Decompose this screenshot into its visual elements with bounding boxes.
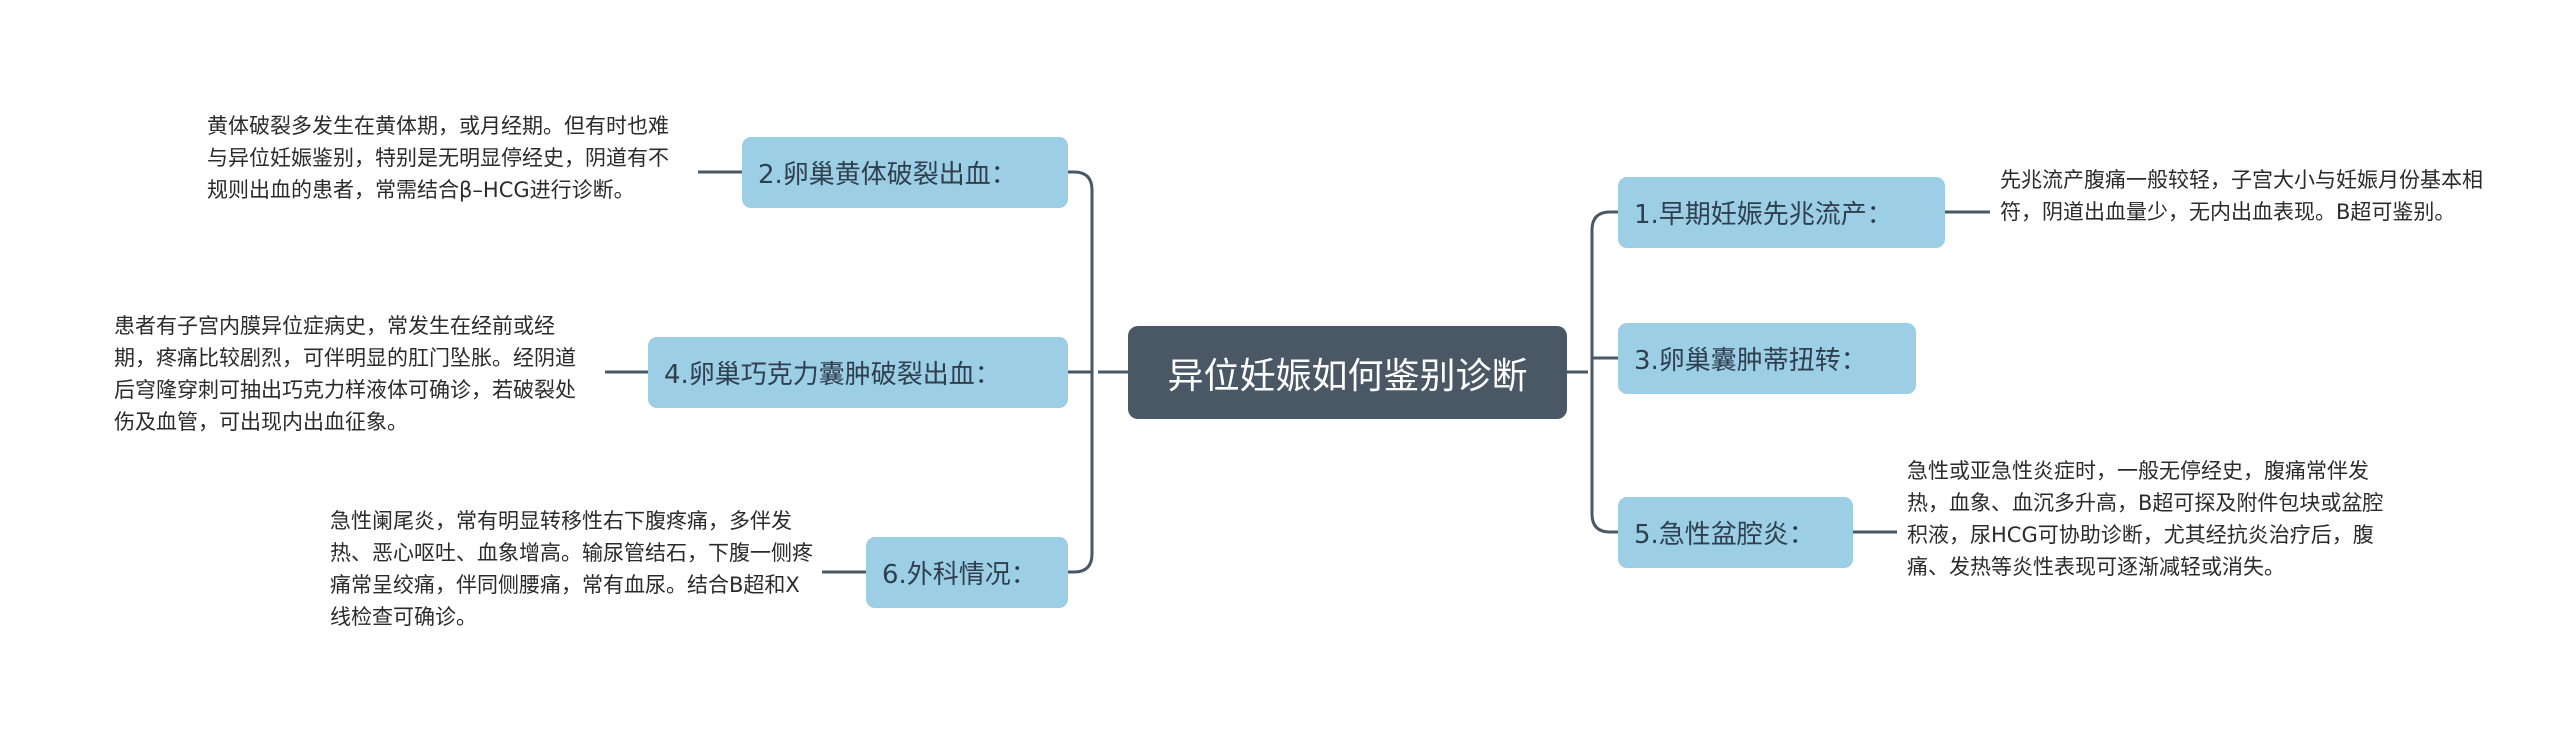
branch-ovarian-chocolate-cyst-rupture[interactable]: 4.卵巢巧克力囊肿破裂出血： xyxy=(648,337,1068,408)
branch-threatened-abortion[interactable]: 1.早期妊娠先兆流产： xyxy=(1618,177,1945,248)
branch-label: 2.卵巢黄体破裂出血： xyxy=(758,160,1017,190)
connector-right-spine xyxy=(1590,210,1611,534)
note-acute-pelvic-inflammation: 急性或亚急性炎症时，一般无停经史，腹痛常伴发热，血象、血沉多升高，B超可探及附件… xyxy=(1907,459,2384,579)
branch-label: 5.急性盆腔炎： xyxy=(1634,520,1815,550)
branch-label: 4.卵巢巧克力囊肿破裂出血： xyxy=(664,360,1001,390)
central-topic-label: 异位妊娠如何鉴别诊断 xyxy=(1167,355,1528,397)
note-corpus-luteum-rupture: 黄体破裂多发生在黄体期，或月经期。但有时也难与异位妊娠鉴别，特别是无明显停经史，… xyxy=(207,114,669,202)
branch-ovarian-corpus-luteum-rupture[interactable]: 2.卵巢黄体破裂出血： xyxy=(742,137,1068,208)
branch-label: 3.卵巢囊肿蒂扭转： xyxy=(1634,346,1867,376)
branch-label: 6.外科情况： xyxy=(882,560,1037,590)
note-threatened-abortion: 先兆流产腹痛一般较轻，子宫大小与妊娠月份基本相符，阴道出血量少，无内出血表现。B… xyxy=(2000,168,2483,224)
connector-left-spine xyxy=(1073,170,1094,574)
branch-surgical-conditions[interactable]: 6.外科情况： xyxy=(866,537,1068,608)
note-surgical-conditions: 急性阑尾炎，常有明显转移性右下腹疼痛，多伴发热、恶心呕吐、血象增高。输尿管结石，… xyxy=(330,509,813,629)
branch-ovarian-cyst-torsion[interactable]: 3.卵巢囊肿蒂扭转： xyxy=(1618,323,1916,394)
branch-label: 1.早期妊娠先兆流产： xyxy=(1634,200,1893,230)
branch-acute-pelvic-inflammation[interactable]: 5.急性盆腔炎： xyxy=(1618,497,1853,568)
central-topic[interactable]: 异位妊娠如何鉴别诊断 xyxy=(1128,326,1567,419)
note-chocolate-cyst-rupture: 患者有子宫内膜异位症病史，常发生在经前或经期，疼痛比较剧烈，可伴明显的肛门坠胀。… xyxy=(114,314,576,434)
